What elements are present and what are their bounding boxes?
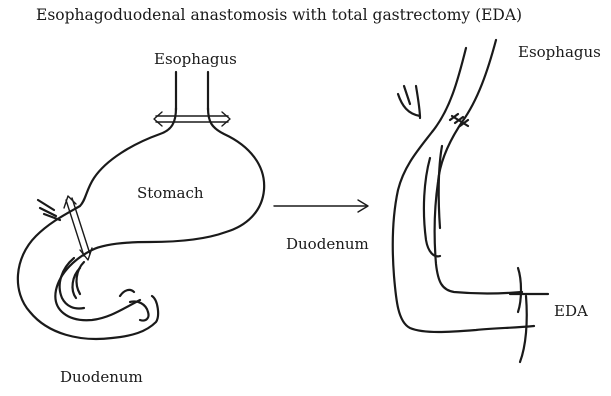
esophagus-tube-left bbox=[176, 72, 208, 110]
eda-construct bbox=[393, 40, 548, 362]
transection-arrow-esophagus bbox=[154, 112, 230, 126]
transition-arrow bbox=[274, 200, 368, 212]
stomach-outline bbox=[18, 108, 264, 339]
label-eda: EDA bbox=[554, 304, 588, 319]
vessel-stumps-left bbox=[38, 200, 60, 220]
label-duodenum-right: Duodenum bbox=[286, 237, 369, 252]
label-esophagus-left: Esophagus bbox=[154, 52, 237, 67]
transection-arrow-duodenum bbox=[64, 196, 92, 260]
label-esophagus-right: Esophagus bbox=[518, 45, 601, 60]
figure-title: Esophagoduodenal anastomosis with total … bbox=[36, 8, 522, 24]
label-duodenum-left: Duodenum bbox=[60, 370, 143, 385]
label-stomach: Stomach bbox=[137, 186, 204, 201]
